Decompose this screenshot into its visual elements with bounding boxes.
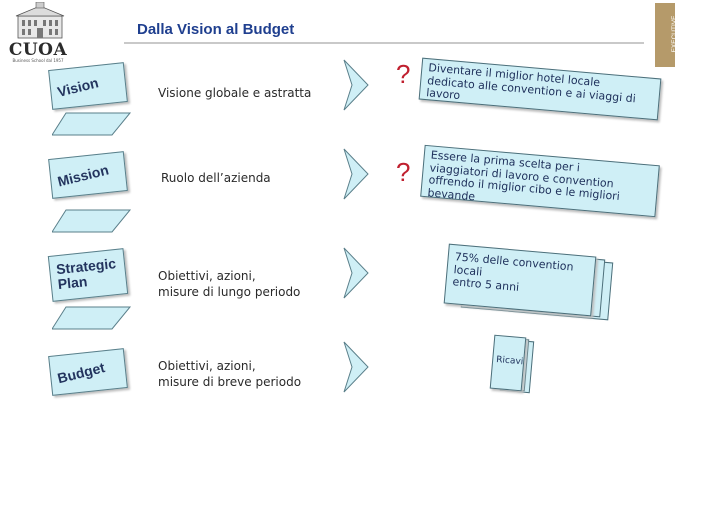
description-budget: Obiettivi, azioni, misure di breve perio… <box>158 359 302 389</box>
logo-wordmark: CUOA <box>8 40 68 60</box>
right-arrow-2-icon <box>343 148 369 200</box>
down-arrow-2-icon <box>52 209 132 233</box>
page-title: Dalla Vision al Budget <box>137 21 295 38</box>
right-arrow-4-icon <box>343 341 369 393</box>
stage-label-vision: Vision <box>55 73 101 100</box>
executive-education-text: EXECUTIVE EDUCATION <box>671 2 687 66</box>
stage-label-budget: Budget <box>55 358 107 386</box>
mission-example-card: Essere la prima scelta per i viaggiatori… <box>420 144 660 218</box>
stage-box-strategic-plan: Strategic Plan <box>47 248 129 302</box>
budget-document-card: Ricavi <box>489 334 527 392</box>
vision-example-card: Diventare il miglior hotel locale dedica… <box>418 57 662 121</box>
description-mission: Ruolo dell’azienda <box>161 171 271 185</box>
stage-box-vision: Vision <box>48 62 128 110</box>
title-divider <box>124 42 644 44</box>
right-arrow-3-icon <box>343 247 369 299</box>
plan-document-card: 75% delle convention locali entro 5 anni <box>443 243 597 317</box>
cuoa-logo-icon <box>15 2 65 39</box>
down-arrow-3-icon <box>52 306 132 330</box>
badge-line-1: EXECUTIVE <box>671 15 678 53</box>
right-arrow-1-icon <box>343 59 369 111</box>
question-mark-mission: ? <box>396 157 411 187</box>
stage-box-budget: Budget <box>48 348 128 396</box>
question-mark-vision: ? <box>396 59 411 89</box>
description-vision: Visione globale e astratta <box>158 86 312 100</box>
executive-education-badge <box>655 3 675 67</box>
stage-label-mission: Mission <box>55 160 111 190</box>
badge-line-2: EDUCATION <box>679 15 686 53</box>
description-strategic-plan: Obiettivi, azioni, misure di lungo perio… <box>158 269 301 299</box>
stage-box-mission: Mission <box>48 151 128 199</box>
logo-subtitle: Business School dal 1957 <box>12 58 64 63</box>
down-arrow-1-icon <box>52 112 132 136</box>
